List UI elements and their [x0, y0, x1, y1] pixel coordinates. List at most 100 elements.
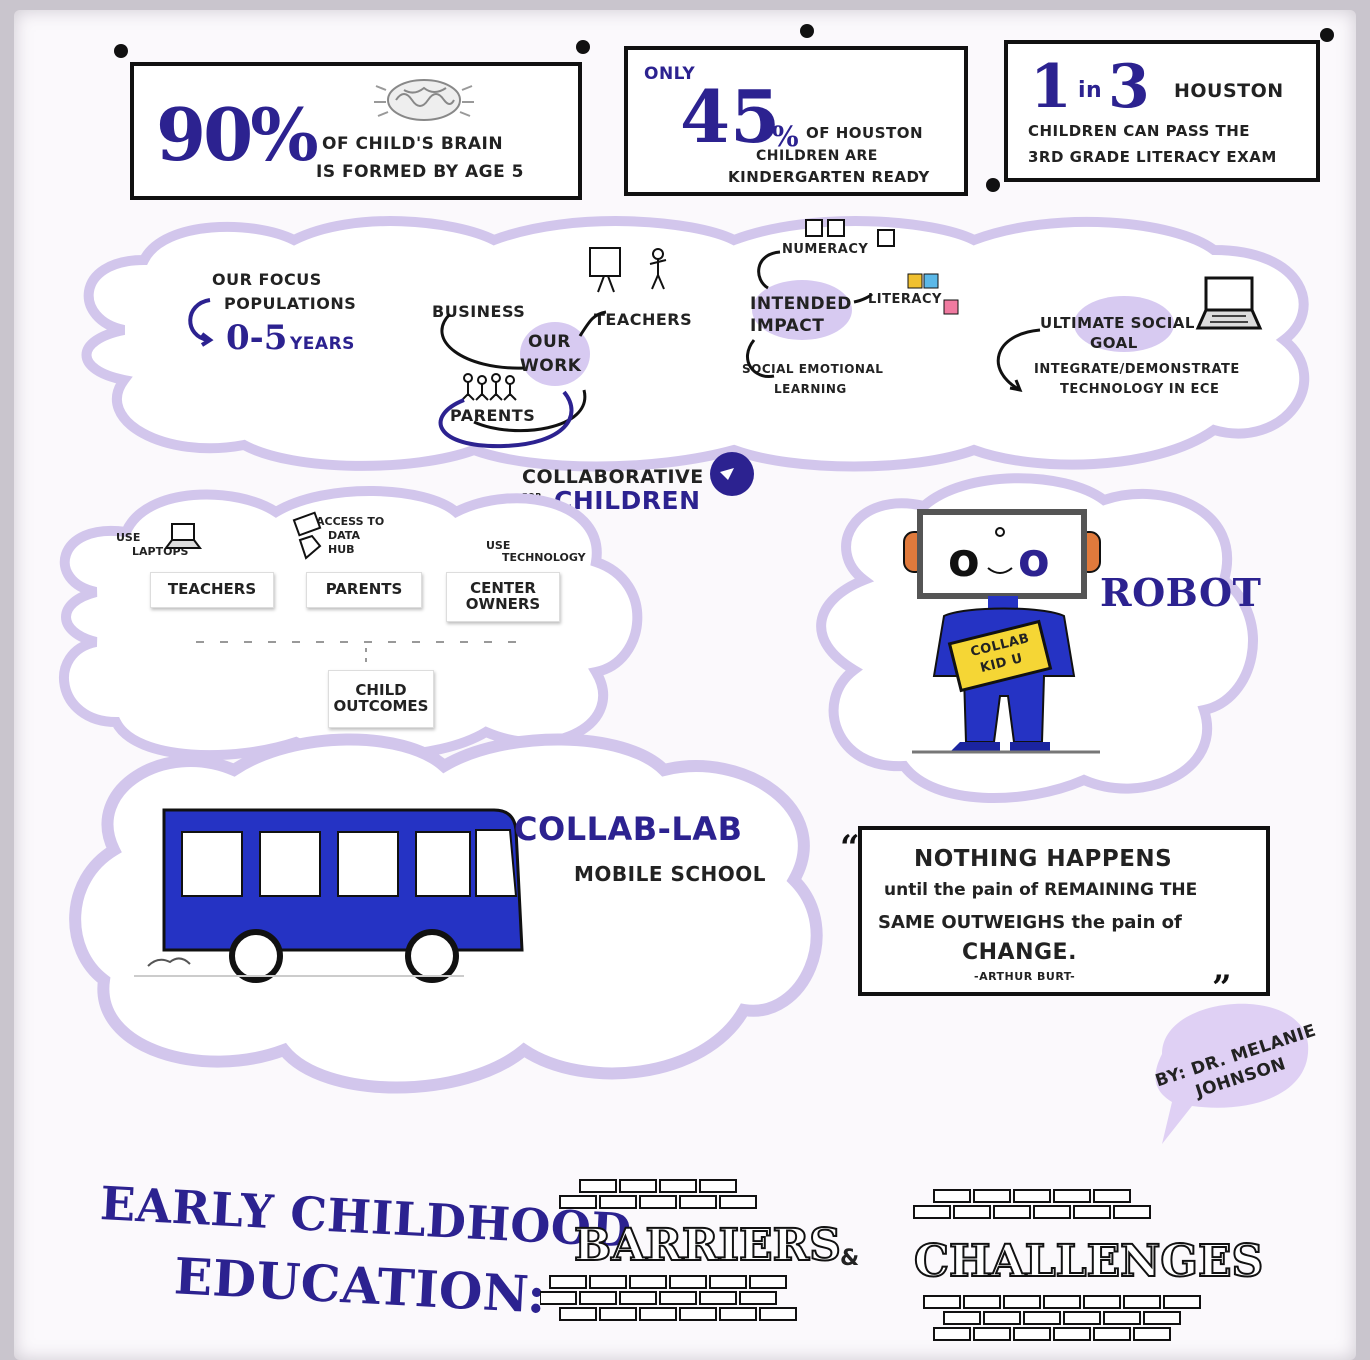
- goal-line-2: GOAL: [1090, 334, 1138, 352]
- stat-line-1: OF HOUSTON: [806, 124, 924, 142]
- teachers-box: TEACHERS: [150, 572, 274, 608]
- focus-years: YEARS: [290, 334, 355, 354]
- quote-line-1: NOTHING HAPPENS: [914, 846, 1173, 872]
- use-laptops-2: LAPTOPS: [132, 545, 189, 558]
- robot-label: ROBOT: [1100, 570, 1262, 615]
- byline-blob: [1132, 994, 1312, 1154]
- cloud-our-work: OUR FOCUS POPULATIONS 0-5 YEARS OUR WORK…: [54, 210, 1324, 472]
- ampersand-label: &: [840, 1246, 860, 1271]
- poster: 90% OF CHILD'S BRAIN IS FORMED BY AGE 5 …: [14, 10, 1356, 1360]
- pin: [986, 178, 1000, 192]
- center-owners-1: CENTER: [470, 579, 536, 598]
- logo-star-icon: [702, 450, 762, 498]
- stat-box-brain: 90% OF CHILD'S BRAIN IS FORMED BY AGE 5: [130, 62, 582, 200]
- challenges-label: CHALLENGES: [913, 1235, 1264, 1288]
- use-technology-2: TECHNOLOGY: [502, 551, 586, 564]
- focus-line-1: OUR FOCUS: [212, 270, 322, 289]
- goal-line-4: TECHNOLOGY IN ECE: [1060, 382, 1220, 397]
- laptop-icon: [1194, 276, 1264, 336]
- center-owners-box: CENTER OWNERS: [446, 572, 560, 622]
- open-quote-icon: “: [840, 828, 860, 868]
- center-owners-2: OWNERS: [465, 595, 541, 613]
- curved-arrow-icon: [180, 296, 220, 347]
- use-laptops-1: USE: [116, 531, 141, 544]
- bus-subtitle: MOBILE SCHOOL: [574, 862, 767, 886]
- our-work-connectors: [394, 247, 694, 450]
- stat-box-literacy: 1 in 3 HOUSTON CHILDREN CAN PASS THE 3RD…: [1004, 40, 1320, 182]
- intended-impact-1: INTENDED: [750, 294, 852, 314]
- stat-percent: %: [772, 120, 799, 153]
- cloud-robot: o o COLLAB KID U ROBOT: [804, 470, 1264, 806]
- intended-impact-2: IMPACT: [750, 316, 825, 336]
- quote-line-2: until the pain of REMAINING THE: [884, 880, 1198, 900]
- brain-icon: [374, 72, 474, 126]
- letter-blocks-icon: [906, 270, 966, 320]
- numeracy-label: NUMERACY: [782, 242, 869, 257]
- stat-line-2: 3RD GRADE LITERACY EXAM: [1028, 148, 1277, 166]
- stat-big-number: 90%: [156, 92, 319, 177]
- use-technology-1: USE: [486, 539, 511, 552]
- barriers-label: BARRIERS: [573, 1219, 842, 1272]
- stat-word: HOUSTON: [1174, 80, 1284, 102]
- parents-label: PARENTS: [450, 406, 536, 425]
- stat-line-1: OF CHILD'S BRAIN: [322, 134, 504, 154]
- stat-big-number-2: 3: [1108, 52, 1150, 122]
- close-quote-icon: ”: [1212, 968, 1232, 1008]
- highlight-blob: [752, 280, 852, 340]
- highlight-blob: [520, 322, 590, 386]
- access-3: HUB: [328, 543, 355, 556]
- svg-text:o: o: [948, 533, 980, 587]
- goal-line-3: INTEGRATE/DEMONSTRATE: [1034, 362, 1240, 377]
- brick-wall-barriers: [539, 1176, 806, 1326]
- business-label: BUSINESS: [432, 302, 526, 321]
- focus-age: 0-5: [226, 318, 288, 358]
- child-outcomes-box: CHILD OUTCOMES: [328, 670, 434, 728]
- stat-box-kindergarten: ONLY 45 % OF HOUSTON CHILDREN ARE KINDER…: [624, 46, 968, 196]
- logo-line-1: COLLABORATIVE: [522, 466, 704, 488]
- quote-box: NOTHING HAPPENS until the pain of REMAIN…: [858, 826, 1270, 996]
- access-1: ACCESS TO: [316, 515, 385, 528]
- highlight-blob: [1074, 296, 1174, 352]
- quote-author: -ARTHUR BURT-: [974, 970, 1076, 983]
- teachers-label: TEACHERS: [594, 310, 693, 329]
- bus-title: COLLAB-LAB: [514, 810, 743, 848]
- stat-line-2: IS FORMED BY AGE 5: [316, 162, 524, 182]
- our-work-2: WORK: [520, 356, 582, 376]
- stat-line-1: CHILDREN CAN PASS THE: [1028, 122, 1251, 140]
- stat-big-number: 45: [680, 74, 781, 159]
- footer-title-2: EDUCATION:: [172, 1246, 548, 1325]
- dashed-connector: [186, 622, 546, 672]
- cloud-stakeholders: USE LAPTOPS ACCESS TO DATA HUB USE TECHN…: [36, 472, 646, 762]
- hand-tablet-icon: [290, 511, 330, 562]
- cloud-bus: COLLAB-LAB MOBILE SCHOOL: [64, 730, 834, 1100]
- quote-line-3: SAME OUTWEIGHS the pain of: [878, 912, 1182, 933]
- parents-box: PARENTS: [306, 572, 422, 608]
- stat-line-3: KINDERGARTEN READY: [728, 168, 930, 186]
- quote-line-4: CHANGE.: [962, 940, 1077, 965]
- pin: [800, 24, 814, 38]
- number-blocks-icon: [804, 218, 904, 248]
- brick-wall-challenges: [904, 1186, 1214, 1346]
- child-outcomes-1: CHILD: [355, 681, 407, 700]
- pin: [576, 40, 590, 54]
- access-2: DATA: [328, 529, 360, 542]
- stat-big-number: 1: [1030, 52, 1072, 122]
- bus-illustration: [124, 790, 544, 1000]
- stat-in: in: [1078, 78, 1103, 103]
- our-work-1: OUR: [528, 332, 571, 352]
- child-outcomes-2: OUTCOMES: [333, 697, 429, 715]
- literacy-label: LITERACY: [868, 292, 942, 307]
- parents-circle: [424, 386, 594, 456]
- sel-label-1: SOCIAL EMOTIONAL: [742, 362, 884, 376]
- focus-line-2: POPULATIONS: [224, 294, 357, 313]
- pin: [1320, 28, 1334, 42]
- robot-illustration: o o: [903, 506, 1104, 756]
- sel-label-2: LEARNING: [774, 382, 847, 396]
- curved-arrow-icon: [984, 320, 1044, 400]
- stat-small-label: ONLY: [644, 64, 696, 84]
- svg-text:o: o: [1018, 533, 1050, 587]
- impact-arrows: [714, 240, 874, 390]
- pin: [114, 44, 128, 58]
- goal-line-1: ULTIMATE SOCIAL: [1040, 314, 1195, 332]
- stat-line-2: CHILDREN ARE: [756, 148, 878, 164]
